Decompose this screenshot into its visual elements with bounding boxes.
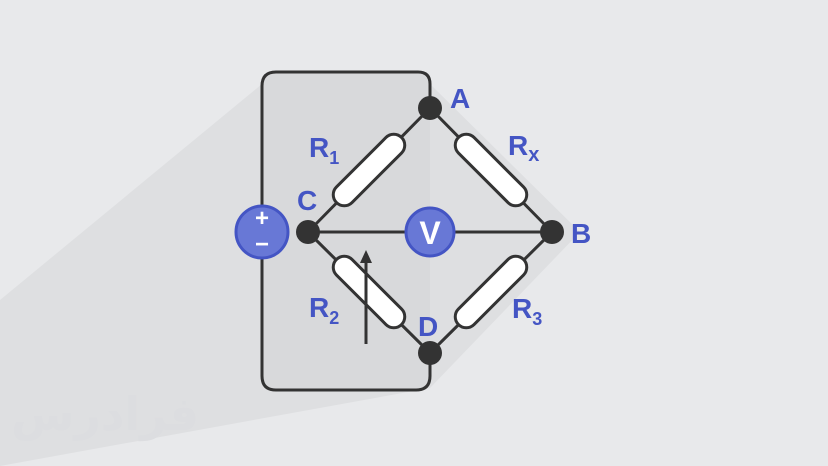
label-r3: R3 — [512, 293, 542, 329]
resistor-r1 — [331, 132, 407, 208]
node-d — [418, 341, 442, 365]
source-plus: + — [255, 205, 269, 232]
label-c: C — [297, 185, 317, 216]
label-b: B — [571, 218, 591, 249]
node-a — [418, 96, 442, 120]
voltmeter: V — [404, 206, 456, 258]
voltmeter-symbol: V — [419, 215, 441, 251]
variable-arrow-icon — [360, 250, 372, 344]
label-d: D — [418, 311, 438, 342]
node-b — [540, 220, 564, 244]
resistor-rx — [453, 132, 529, 208]
label-a: A — [450, 83, 470, 114]
label-r1: R1 — [309, 132, 339, 168]
node-c — [296, 220, 320, 244]
label-r2: R2 — [309, 292, 339, 328]
voltage-source: + − — [234, 204, 290, 260]
label-rx: Rx — [508, 130, 539, 166]
resistor-r3 — [453, 254, 529, 330]
source-minus: − — [255, 231, 269, 258]
watermark: فرادرس — [11, 387, 199, 441]
